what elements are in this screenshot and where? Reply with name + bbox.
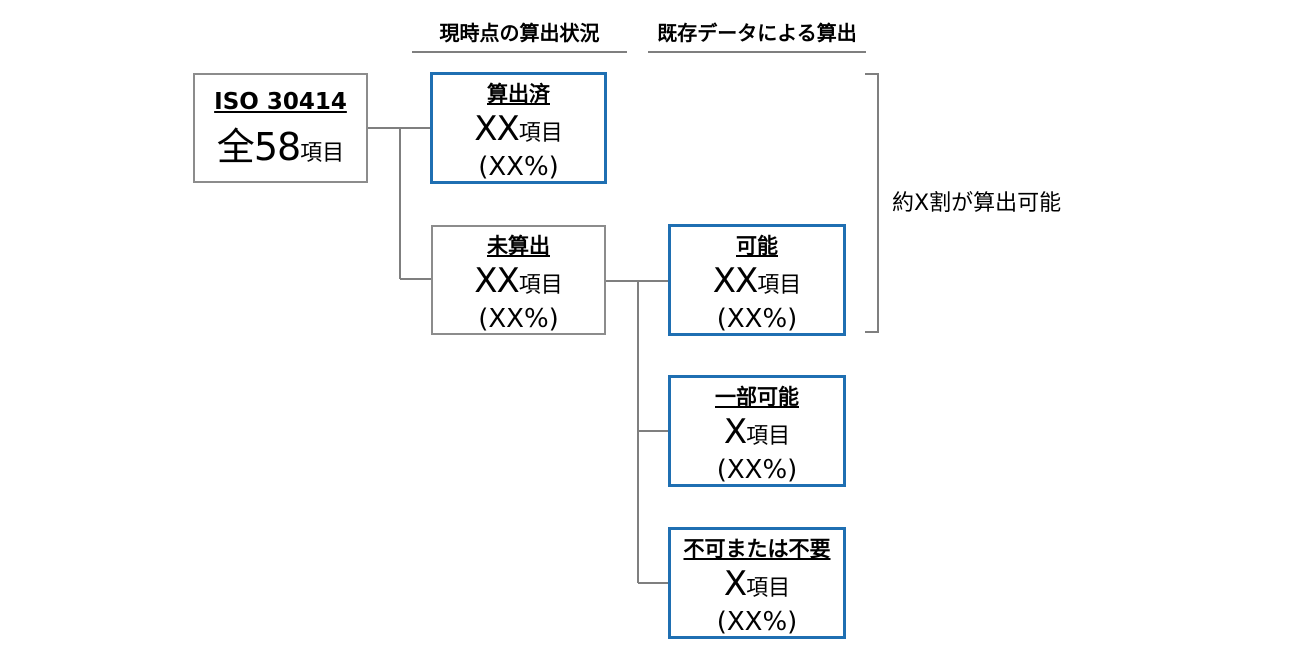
calculated-number: XX: [474, 109, 520, 149]
impossible-number: X: [723, 564, 747, 604]
uncalculated-number: XX: [474, 261, 520, 301]
root-count: 全58項目: [195, 127, 366, 175]
header-underline: [648, 51, 866, 53]
uncalculated-unit: 項目: [518, 273, 563, 298]
calculated-unit: 項目: [518, 121, 563, 146]
partial-count: X項目: [671, 412, 843, 458]
impossible-percent: (XX%): [716, 607, 798, 637]
possible-title: 可能: [736, 234, 778, 258]
header-current-status: 現時点の算出状況: [412, 20, 627, 53]
root-prefix: 全: [216, 125, 255, 169]
partial-unit: 項目: [746, 424, 791, 449]
calculated-count: XX項目: [433, 109, 604, 155]
calculated-percent: (XX%): [478, 152, 559, 182]
calculated-title: 算出済: [487, 82, 550, 106]
impossible-unit: 項目: [746, 576, 791, 601]
possible-percent: (XX%): [716, 304, 798, 334]
header-underline: [412, 51, 627, 53]
header-current-status-label: 現時点の算出状況: [439, 21, 600, 45]
uncalculated-title: 未算出: [487, 234, 550, 258]
calculated-box: 算出済 XX項目 (XX%): [430, 72, 607, 184]
partial-box: 一部可能 X項目 (XX%): [668, 375, 846, 487]
root-box: ISO 30414 全58項目: [193, 73, 368, 183]
root-title: ISO 30414: [214, 89, 347, 115]
summary-bracket: [865, 73, 879, 333]
possible-number: XX: [712, 261, 759, 301]
impossible-title: 不可または不要: [683, 537, 831, 561]
partial-number: X: [723, 412, 747, 452]
uncalculated-count: XX項目: [433, 261, 604, 307]
uncalculated-percent: (XX%): [478, 304, 559, 334]
impossible-box: 不可または不要 X項目 (XX%): [668, 527, 846, 639]
possible-count: XX項目: [671, 261, 843, 307]
root-unit: 項目: [300, 141, 345, 166]
partial-percent: (XX%): [716, 455, 798, 485]
header-existing-data: 既存データによる算出: [648, 20, 866, 53]
header-existing-data-label: 既存データによる算出: [657, 21, 857, 45]
possible-unit: 項目: [757, 273, 802, 298]
partial-title: 一部可能: [715, 385, 799, 409]
root-number: 58: [253, 125, 301, 169]
possible-box: 可能 XX項目 (XX%): [668, 224, 846, 336]
impossible-count: X項目: [671, 564, 843, 610]
summary-text: 約X割が算出可能: [892, 191, 1062, 216]
uncalculated-box: 未算出 XX項目 (XX%): [431, 225, 606, 335]
